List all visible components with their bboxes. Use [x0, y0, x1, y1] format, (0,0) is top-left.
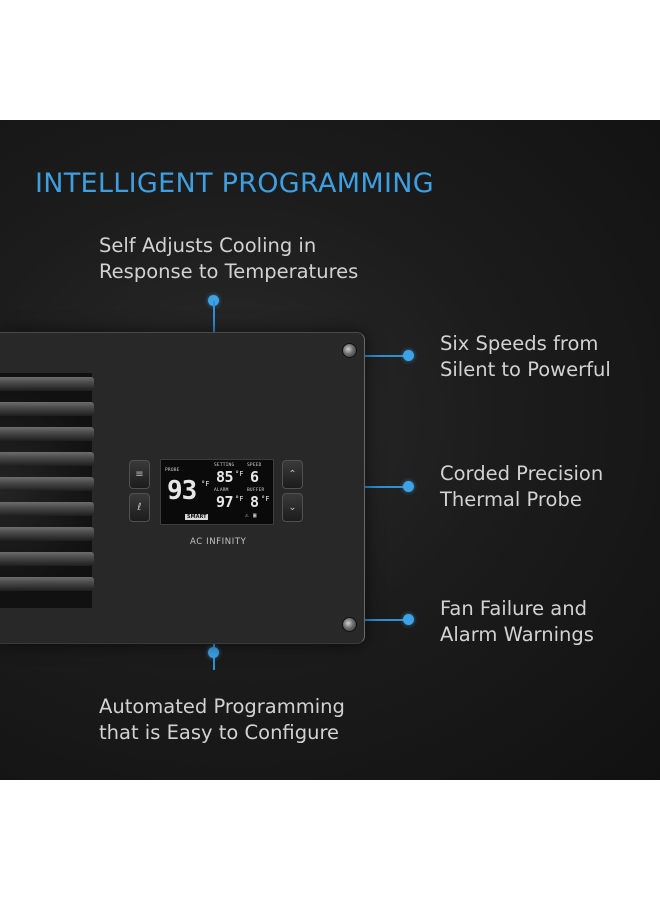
vent-slat: [0, 427, 94, 441]
vent-slat: [0, 527, 94, 541]
headline: INTELLIGENT PROGRAMMING: [35, 168, 434, 199]
callout-line: Fan Failure and: [440, 597, 587, 620]
speed-label: SPEED: [247, 463, 262, 468]
vent-slat: [0, 577, 94, 591]
callout-six-speeds: Six Speeds from Silent to Powerful: [440, 331, 611, 383]
callout-line: Silent to Powerful: [440, 358, 611, 381]
leaf-mode-button[interactable]: ℓ: [129, 493, 150, 522]
alarm-icon: ⚠: [245, 512, 249, 519]
callout-line: Corded Precision: [440, 462, 604, 485]
up-arrow-button[interactable]: ⌃: [282, 460, 303, 489]
screw-icon: [342, 617, 357, 632]
lcd-display: PROBE 93 °F SETTING 85 °F SPEED 6 ALARM …: [160, 459, 274, 525]
vent-slat: [0, 502, 94, 516]
probe-label: PROBE: [165, 468, 180, 473]
connector-dot: [208, 647, 219, 658]
connector-line: [364, 486, 408, 488]
connector-line: [213, 301, 215, 333]
connector-dot: [403, 481, 414, 492]
callout-line: Six Speeds from: [440, 332, 599, 355]
callout-self-adjusts: Self Adjusts Cooling in Response to Temp…: [99, 233, 358, 285]
probe-value: 93: [167, 476, 197, 506]
brand-label: AC INFINITY: [190, 537, 247, 547]
alarm-unit: °F: [235, 495, 244, 503]
callout-line: Automated Programming: [99, 695, 345, 718]
callout-line: Self Adjusts Cooling in: [99, 234, 317, 257]
smart-mode-badge: SMART: [185, 514, 209, 520]
setting-unit: °F: [235, 470, 244, 478]
vent-slat: [0, 477, 94, 491]
connector-dot: [403, 614, 414, 625]
callout-line: Response to Temperatures: [99, 260, 359, 283]
callout-fan-failure: Fan Failure and Alarm Warnings: [440, 596, 594, 648]
lock-icon: ▣: [253, 512, 257, 519]
probe-unit: °F: [201, 480, 210, 488]
buffer-label: BUFFER: [247, 488, 265, 493]
callout-thermal-probe: Corded Precision Thermal Probe: [440, 461, 603, 513]
buffer-unit: °F: [261, 495, 270, 503]
speed-value: 6: [250, 468, 259, 486]
product-feature-panel: INTELLIGENT PROGRAMMING Self Adjusts Coo…: [0, 120, 660, 780]
vent-slat: [0, 402, 94, 416]
setting-label: SETTING: [214, 463, 235, 468]
connector-line: [364, 355, 408, 357]
setting-value: 85: [216, 468, 234, 486]
menu-button[interactable]: ≡: [129, 460, 150, 489]
screw-icon: [342, 343, 357, 358]
vent-slat: [0, 452, 94, 466]
alarm-label: ALARM: [214, 488, 229, 493]
vent-slat: [0, 552, 94, 566]
callout-line: Thermal Probe: [440, 488, 582, 511]
fan-controller-device: ≡ ℓ ⌃ ⌄ PROBE 93 °F SETTING 85 °F SPEED …: [0, 332, 365, 644]
callout-line: Alarm Warnings: [440, 623, 594, 646]
callout-line: that is Easy to Configure: [99, 721, 340, 744]
vent-slat: [0, 377, 94, 391]
callout-automated-programming: Automated Programming that is Easy to Co…: [99, 694, 345, 746]
connector-dot: [208, 295, 219, 306]
connector-dot: [403, 350, 414, 361]
connector-line: [364, 619, 408, 621]
alarm-value: 97: [216, 493, 234, 511]
down-arrow-button[interactable]: ⌄: [282, 493, 303, 522]
buffer-value: 8: [250, 493, 259, 511]
